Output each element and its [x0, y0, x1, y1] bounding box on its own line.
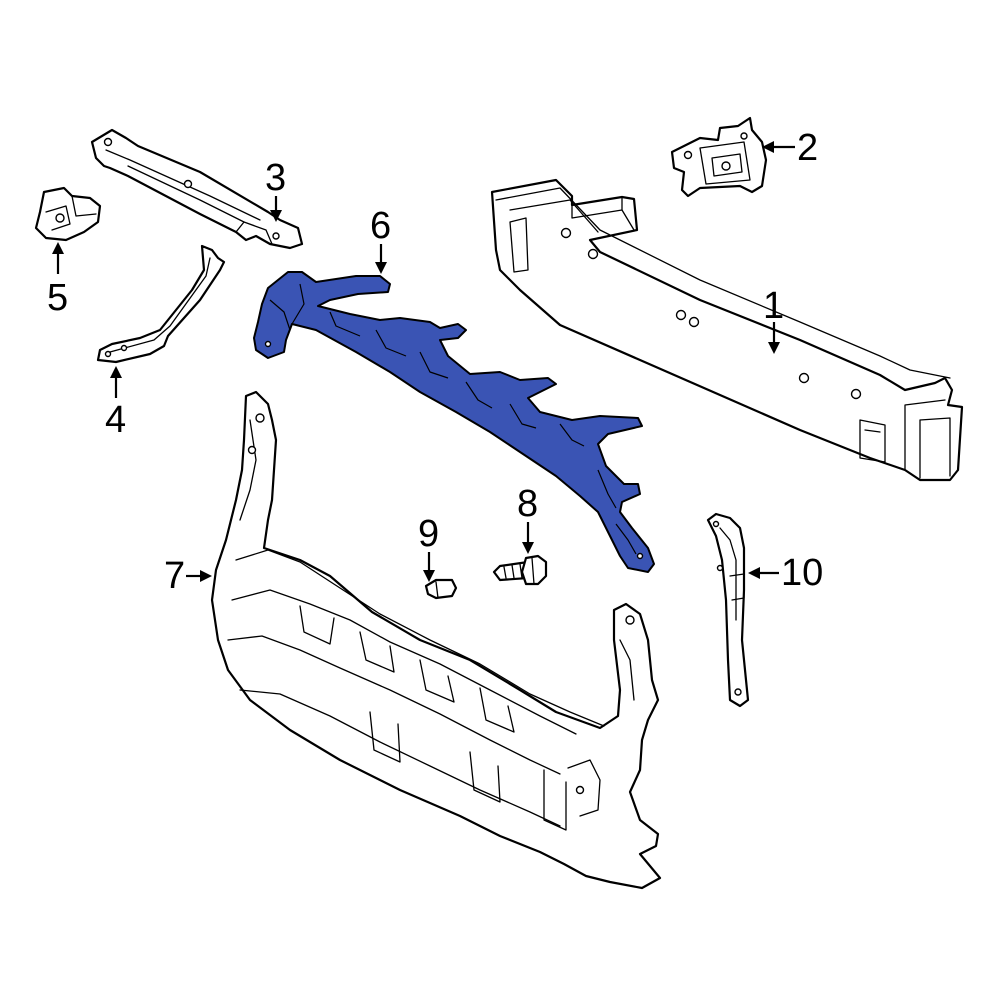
callout-10: 10 [748, 552, 823, 594]
callout-label-9: 9 [418, 513, 439, 555]
part-6-body [253, 271, 655, 573]
part-2-bracket[interactable] [670, 116, 768, 198]
callout-1: 1 [763, 285, 784, 354]
callout-label-8: 8 [517, 483, 538, 525]
callout-label-6: 6 [370, 205, 391, 247]
callout-label-4: 4 [105, 399, 126, 441]
part-6-energy-absorber[interactable] [253, 271, 655, 573]
callout-7: 7 [164, 555, 212, 597]
part-10-side-support[interactable] [706, 512, 750, 708]
callout-2: 2 [762, 127, 818, 169]
callout-label-7: 7 [164, 555, 185, 597]
callout-label-1: 1 [763, 285, 784, 327]
callout-5: 5 [47, 242, 68, 319]
callout-label-5: 5 [47, 277, 68, 319]
callout-6: 6 [370, 205, 391, 274]
part-3-upper-tie-bar[interactable] [90, 128, 304, 250]
part-9-clip[interactable] [424, 578, 458, 600]
callout-4: 4 [105, 366, 126, 441]
callout-label-2: 2 [797, 127, 818, 169]
part-8-bolt[interactable] [492, 554, 548, 586]
callout-8: 8 [517, 483, 538, 554]
callout-3: 3 [265, 157, 286, 222]
part-7-radiator-support[interactable] [210, 390, 662, 890]
callout-label-3: 3 [265, 157, 286, 199]
callout-9: 9 [418, 513, 439, 582]
callout-label-10: 10 [781, 552, 823, 594]
part-1-reinforcement-beam[interactable] [490, 178, 964, 482]
part-5-small-bracket[interactable] [34, 186, 102, 242]
part-4-side-bracket[interactable] [96, 244, 226, 364]
